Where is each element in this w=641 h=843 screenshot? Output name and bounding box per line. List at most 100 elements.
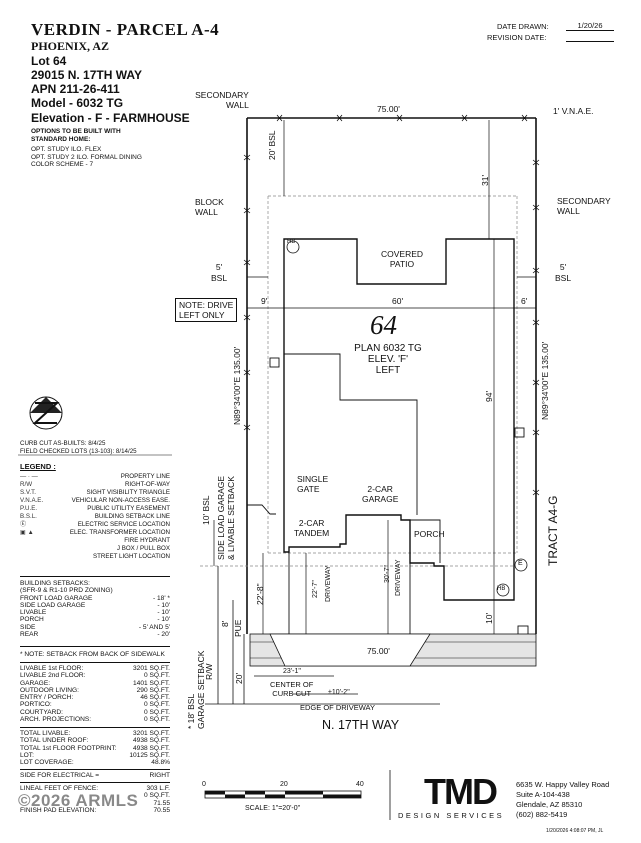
secondary-wall-right-label: SECONDARY WALL (557, 196, 611, 216)
setback-value: - 5' AND 5' (138, 623, 170, 631)
electrical-row: SIDE FOR ELECTRICAL =RIGHT (20, 772, 170, 779)
options-title: OPTIONS TO BE BUILT WITH STANDARD HOME: (31, 128, 121, 143)
setback-row: REAR- 20' (20, 631, 170, 638)
dim-top: 75.00' (377, 104, 400, 114)
scale-text: SCALE: 1"=20'-0" (245, 805, 301, 812)
address: 29015 N. 17TH WAY (31, 68, 142, 82)
label-line: NOTE: DRIVE (179, 300, 234, 310)
legend-title: LEGEND : (20, 462, 56, 471)
rw-label: R/W (204, 663, 214, 680)
label-line: BLOCK (195, 197, 224, 207)
setback-row: LIVABLE - 10' (20, 609, 170, 616)
area-label: PORTICO: (20, 701, 52, 709)
label-line: 2-CAR (298, 518, 325, 528)
date-drawn-label: DATE DRAWN: (497, 22, 549, 31)
label-line: BSL (555, 273, 572, 283)
rule (20, 646, 170, 647)
north-arrow (29, 396, 63, 430)
fence-row: FINISH PAD ELEVATION:70.55 (20, 807, 170, 814)
legend-label: J BOX / PULL BOX (116, 545, 170, 552)
company-tag: DESIGN SERVICES (398, 811, 505, 820)
fence-row: LINEAL FEET OF FENCE:303 L.F. (20, 785, 170, 792)
secondary-wall-top-label: SECONDARY WALL (191, 90, 249, 110)
legend-symbol: — · — (20, 473, 38, 480)
total-label: TOTAL 1st FLOOR FOOTPRINT: (20, 744, 117, 752)
total-value: 3201 SQ.FT. (132, 730, 170, 737)
model: Model - 6032 TG (31, 96, 124, 110)
electrical-block: SIDE FOR ELECTRICAL =RIGHT (20, 772, 170, 779)
label-line: PATIO (389, 259, 415, 269)
date-drawn-value: 1/20/26 (566, 21, 614, 31)
utility-symbols (286, 240, 528, 597)
dim-94: 94' (484, 390, 494, 402)
area-label: COURTYARD: (20, 708, 63, 716)
hb-symbol-bottom: HB (497, 586, 506, 592)
setback-value: - 10' (157, 601, 170, 609)
garage-setback-label: * 18' BSL GARAGE SETBACK (186, 651, 206, 729)
apn: APN 211-26-411 (31, 82, 120, 96)
label-line: 5' (215, 262, 223, 272)
street-name: N. 17TH WAY (322, 718, 400, 732)
dim-22-7: 22'-7" (312, 580, 319, 598)
dim-9: 9' (261, 296, 268, 306)
tandem-label: 2-CAR TANDEM (294, 518, 329, 538)
driveway (288, 552, 411, 634)
label-line: LEFT ONLY (179, 310, 225, 320)
side-load-setback-label: SIDE LOAD GARAGE & LIVABLE SETBACK (216, 476, 236, 560)
tract-label: TRACT A4-G (546, 495, 560, 566)
scale-tick-0: 0 (202, 781, 206, 788)
driveway-label-left: DRIVEWAY (325, 565, 332, 602)
setback-label: FRONT LOAD GARAGE (20, 594, 93, 602)
legend-row: B.S.L.BUILDING SETBACK LINE (20, 513, 170, 521)
label-line: TANDEM (294, 528, 330, 538)
legend-row: — · —PROPERTY LINE (20, 473, 170, 481)
area-row: ARCH. PROJECTIONS:0 SQ.FT. (20, 716, 170, 723)
label-line: SECONDARY (195, 90, 249, 100)
option-item: COLOR SCHEME - 7 (31, 161, 94, 168)
label-line: SECONDARY (557, 196, 611, 206)
transformer-icon: ▣ ▲ (20, 529, 34, 536)
lot-number-big: 64 (370, 310, 397, 340)
fence-value: 0 SQ.FT. (143, 792, 170, 800)
vnae-label: 1' V.N.A.E. (553, 106, 594, 116)
totals-block: TOTAL LIVABLE:3201 SQ.FT. TOTAL UNDER RO… (20, 730, 170, 766)
single-gate (247, 504, 276, 515)
setback-row: SIDE LOAD GARAGE- 10' (20, 602, 170, 609)
dim-30-7: 30'-7" (384, 565, 391, 583)
fence-value: 70.55 (153, 806, 170, 814)
label-line: SINGLE (297, 474, 329, 484)
setback-value: - 10' (157, 609, 170, 617)
setback-label: LIVABLE (20, 609, 47, 617)
total-value: 4938 SQ.FT. (132, 737, 170, 745)
e-symbol: E (518, 560, 523, 567)
company-logo: TMD (424, 771, 498, 812)
plan-info: PLAN 6032 TG ELEV. 'F' LEFT (333, 343, 443, 376)
dim-60: 60' (392, 296, 404, 306)
legend-label: BUILDING SETBACK LINE (94, 513, 170, 520)
lot-label: Lot 64 (31, 54, 67, 68)
legend-label: PUBLIC UTILITY EASEMENT (87, 505, 170, 512)
total-value: 48.8% (151, 759, 170, 767)
fence-value: 71.55 (153, 799, 170, 807)
options-title-line1: OPTIONS TO BE BUILT WITH (31, 128, 121, 135)
setback-lines (200, 195, 518, 567)
legend-row: ▣ ▲ELEC. TRANSFORMER LOCATION (20, 529, 170, 537)
label-line: 5' (559, 262, 567, 272)
label-line: GARAGE (362, 494, 399, 504)
area-row: OUTDOOR LIVING:290 SQ.FT. (20, 687, 170, 694)
electrical-label: SIDE FOR ELECTRICAL = (20, 772, 100, 779)
scale-tick-20: 20 (280, 781, 288, 788)
total-row: TOTAL 1st FLOOR FOOTPRINT:4938 SQ.FT. (20, 745, 170, 752)
curb-note-line: CURB CUT AS-BUILTS: 8/4/25 (20, 440, 106, 447)
area-row: GARAGE:1401 SQ.FT. (20, 680, 170, 687)
setback-note: * NOTE: SETBACK FROM BACK OF SIDEWALK (20, 651, 170, 658)
dimension-lines (213, 120, 536, 695)
options-list: OPT. STUDY ILO. FLEX OPT. STUDY 2 ILO. F… (31, 146, 142, 169)
area-value: 0 SQ.FT. (143, 672, 170, 680)
area-row: COURTYARD:0 SQ.FT. (20, 709, 170, 716)
legend-symbol: V.N.A.E. (20, 497, 44, 504)
area-value: 46 SQ.FT. (140, 694, 170, 702)
option-item: OPT. STUDY ILO. FLEX (31, 146, 102, 153)
